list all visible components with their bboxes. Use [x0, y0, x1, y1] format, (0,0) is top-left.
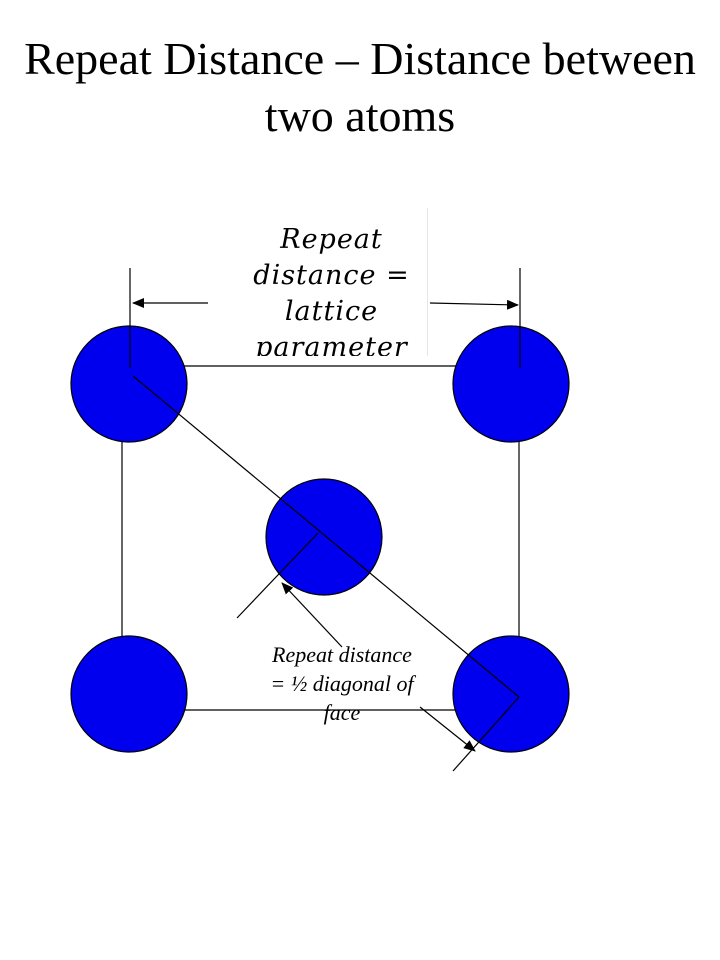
lattice-parameter-label: Repeat distance = lattice parameter [236, 208, 428, 356]
tick-bottom-right [452, 696, 520, 772]
atom-bottom-left [70, 635, 188, 753]
atom-center [265, 478, 383, 596]
slide-title: Repeat Distance – Distance between two a… [24, 33, 696, 141]
leader-bottom-right [419, 706, 476, 752]
leader-center [281, 582, 343, 648]
dimension-lines [129, 268, 521, 772]
atom-top-right [452, 325, 570, 443]
arrow-right [429, 299, 519, 310]
half-diagonal-label: Repeat distance = ½ diagonal of face [270, 642, 414, 725]
atom-bottom-right [452, 635, 570, 753]
diagonal-line [132, 375, 520, 698]
atoms [70, 325, 570, 753]
tick-center [236, 532, 319, 619]
atom-top-left [70, 325, 188, 443]
